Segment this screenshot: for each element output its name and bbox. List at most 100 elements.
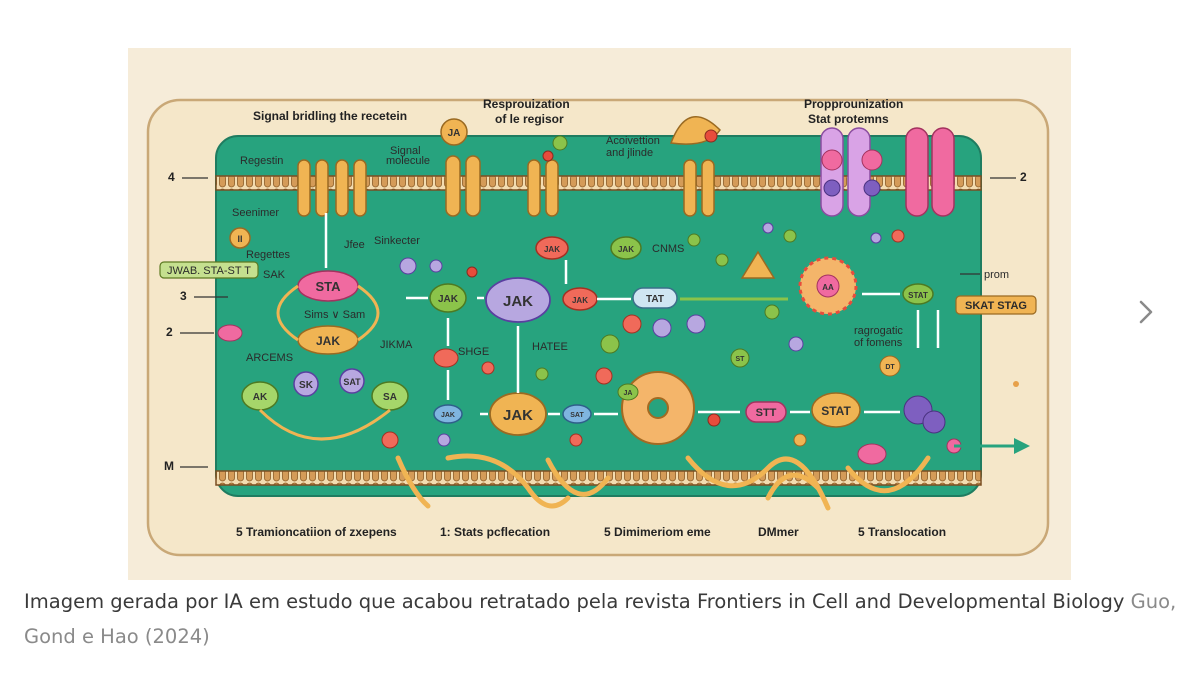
label-shge: SHGE: [458, 346, 489, 358]
aa-label: AA: [822, 283, 834, 292]
stat-right-molecule: [811, 392, 861, 428]
label-sims: Sims ∨ Sam: [304, 309, 365, 321]
jak-orange-label: JAK: [572, 296, 588, 305]
cycle-arrow-right: [357, 284, 380, 342]
side-label-m: M: [164, 459, 174, 473]
jak-big-purple: [485, 277, 551, 323]
tat-molecule: [632, 287, 678, 309]
sta-label: STA: [315, 279, 341, 294]
side-label-3: 3: [180, 289, 187, 303]
label-regettes: Regettes: [246, 249, 291, 261]
stat-green: [902, 283, 934, 305]
jak-top-red-label: JAK: [544, 245, 560, 254]
sat-blue-label: SAT: [570, 412, 584, 419]
label-jikma: JIKMA: [380, 339, 413, 351]
cytoplasm: [215, 135, 982, 497]
sat-left-label: SAT: [343, 377, 361, 387]
label-jfee: Jfee: [344, 239, 365, 251]
label-propprounization-1: Propprounization: [804, 97, 903, 111]
label-cnms: CNMS: [652, 243, 684, 255]
sa-label: SA: [383, 392, 397, 403]
jak-small-blue-label: JAK: [441, 412, 455, 419]
ja-small-label: JA: [624, 390, 633, 397]
caption-text: Imagem gerada por IA em estudo que acabo…: [24, 590, 1125, 613]
jak-top-green-label: JAK: [618, 245, 634, 254]
caption-credit: Guo, Gond e Hao (2024): [24, 590, 1177, 648]
tat-label: TAT: [646, 294, 664, 305]
bottom-label-stats: 1: Stats pcflecation: [440, 525, 550, 539]
small-red-jak: [433, 348, 459, 368]
label-signal-1: Signal: [390, 145, 421, 157]
ii-molecule: [229, 227, 251, 249]
sat-left-molecule: [339, 368, 365, 394]
label-sinkecter: Sinkecter: [374, 235, 420, 247]
label-seenimer: Seenimer: [232, 207, 279, 219]
skat-tag: [955, 295, 1037, 315]
ligand-dot: [704, 129, 718, 143]
label-hatee: HATEE: [532, 341, 568, 353]
chevron-right-icon: [1139, 300, 1153, 324]
label-signal-binding: Signal bridling the recetein: [253, 109, 407, 123]
jak-top-red: [535, 236, 569, 260]
label-ragrogatic-1: ragrogatic: [854, 325, 903, 337]
label-arcems: ARCEMS: [246, 352, 293, 364]
label-activation-2: and jlinde: [606, 147, 653, 159]
label-resprouization-1: Resprouization: [483, 97, 570, 111]
pink-dimer: [857, 443, 887, 465]
side-label-4: 4: [168, 170, 175, 184]
ak-label: AK: [253, 392, 268, 403]
image-caption: Imagem gerada por IA em estudo que acabo…: [24, 584, 1184, 654]
ja-small-molecule: [617, 383, 639, 401]
label-prom: prom: [984, 269, 1009, 281]
label-activation-1: Acoivettion: [606, 135, 660, 147]
stat-right-label: STAT: [821, 404, 851, 418]
next-slide-button[interactable]: [1133, 294, 1159, 330]
jak-big-label: JAK: [503, 293, 533, 310]
side-label-right-2: 2: [166, 325, 173, 339]
jak-small-blue: [433, 404, 463, 424]
pathway-arrows: [324, 213, 940, 416]
sat-blue: [562, 404, 592, 424]
bottom-label-dmmer: DMmer: [758, 525, 799, 539]
stt-label: STT: [756, 407, 777, 419]
stt-molecule: [745, 401, 787, 423]
skat-label: SKAT STAG: [965, 300, 1027, 312]
left-linker: [258, 408, 391, 441]
receptors-upper: [297, 155, 715, 217]
side-label-2: 2: [1020, 170, 1027, 184]
label-regestin: Regestin: [240, 155, 283, 167]
ii-label: II: [237, 234, 242, 244]
dt-label: DT: [885, 364, 895, 371]
triangle-marker: [740, 250, 776, 279]
jak-left-label: JAK: [316, 334, 340, 348]
label-sak: SAK: [263, 269, 286, 281]
jak-top-green: [610, 236, 642, 260]
sk-label: SK: [299, 380, 314, 391]
scattered-molecules: [381, 222, 1019, 454]
cycle-arrow-left: [276, 284, 299, 342]
jak-mid-green: [429, 283, 467, 313]
label-propprounization-2: Stat protemns: [808, 112, 889, 126]
membrane-squiggles: [395, 453, 931, 511]
jak-lower-big-label: JAK: [503, 407, 533, 424]
bottom-label-translocation-zxepens: 5 Tramioncatiion of zxepens: [236, 525, 397, 539]
jwab-tag: [159, 261, 259, 279]
dt-molecule: [879, 355, 901, 377]
green-signal-dot: [552, 135, 568, 151]
label-signal-2: molecule: [386, 155, 430, 167]
label-ragrogatic-2: of fomens: [854, 337, 903, 349]
upper-membrane: [215, 175, 982, 191]
ja-signal-molecule: [440, 118, 468, 146]
stat-proteins-top: [820, 127, 955, 217]
stat-green-label: STAT: [908, 291, 928, 300]
translocation-arrow-head: [1014, 438, 1030, 454]
label-resprouization-2: of le regisor: [495, 112, 564, 126]
ja-top-label: JA: [448, 128, 461, 139]
jak-mid-green-label: JAK: [438, 294, 459, 305]
purple-dimer-2: [922, 410, 946, 434]
diagram-image: JA Signal bridling the recetein Resproui…: [128, 48, 1071, 580]
bottom-label-dimeriom: 5 Dimimeriom eme: [604, 525, 711, 539]
red-signal-dot: [542, 150, 554, 162]
sk-molecule: [293, 371, 319, 397]
bottom-label-translocation: 5 Translocation: [858, 525, 946, 539]
